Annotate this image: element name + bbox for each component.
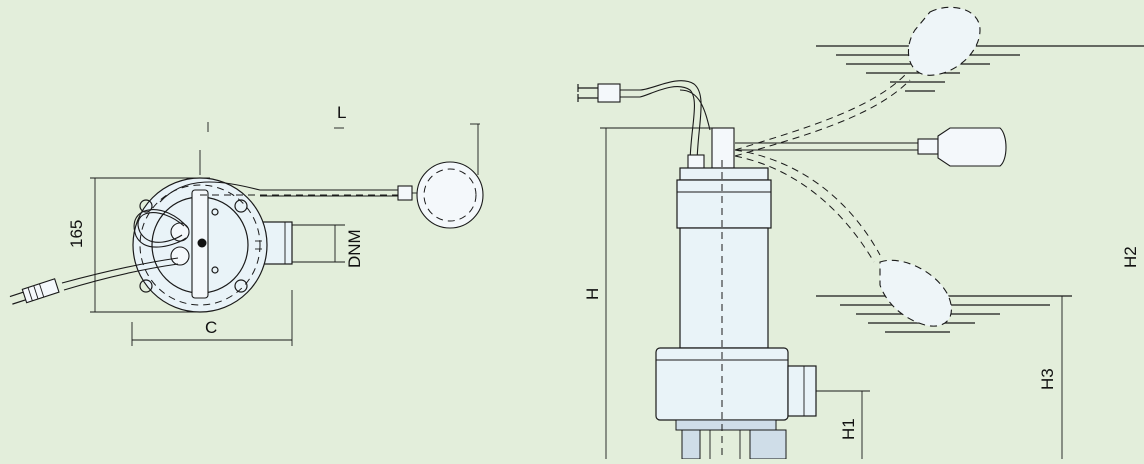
- motor-cap: [679, 167, 769, 181]
- pump-housing-hidden: [139, 184, 261, 306]
- label-H: H: [583, 288, 602, 300]
- side-cable-2: [620, 80, 702, 166]
- float-switch-mid: [735, 127, 1007, 167]
- float-ball-up: [907, 6, 981, 76]
- plug-grip-3: [39, 283, 45, 298]
- plug-pin-1: [9, 291, 24, 298]
- pump-foot-right: [749, 429, 787, 460]
- bolt-bottom-right: [234, 279, 248, 293]
- float-ball-top-view: [416, 161, 484, 229]
- water-level-top: [816, 45, 1144, 92]
- label-DNM: DNM: [345, 229, 364, 268]
- side-plug-body: [597, 83, 621, 103]
- handle-screw-bottom: [211, 266, 219, 274]
- cable-gland-side: [687, 154, 705, 170]
- cable-gland-power: [170, 246, 190, 266]
- label-H3: H3: [1038, 368, 1057, 390]
- float-ball-mid: [937, 127, 1007, 167]
- motor-head: [676, 179, 772, 229]
- float-mid-connector: [917, 138, 939, 155]
- pump-base-plate: [675, 419, 777, 431]
- float-up-cable-2: [734, 79, 911, 157]
- label-L: L: [337, 103, 346, 122]
- plug-body: [21, 278, 60, 304]
- plug-grip-2: [33, 285, 39, 300]
- float-ball-down: [879, 259, 952, 327]
- float-cable-loop-2: [133, 209, 189, 248]
- power-cable-side: [577, 80, 711, 166]
- power-plug-top-view: [9, 278, 60, 305]
- bolt-bottom-left: [139, 279, 153, 293]
- bolt-top-right: [234, 199, 248, 213]
- label-H1: H1: [839, 418, 858, 440]
- power-cable-lower: [63, 263, 179, 291]
- pump-handle: [711, 127, 735, 169]
- plug-grip-1: [27, 287, 33, 301]
- float-switch-down: [734, 149, 952, 327]
- float-ball-hidden: [423, 168, 477, 222]
- side-view: H H1 H3 H2: [577, 6, 1144, 460]
- top-view: L 165 C DNM: [9, 103, 484, 346]
- float-up-cable-1: [734, 74, 906, 151]
- label-165: 165: [67, 220, 86, 248]
- float-cable-loop: [137, 212, 185, 243]
- float-switch-up: [734, 6, 981, 157]
- label-C: C: [205, 318, 217, 337]
- center-dot: [197, 238, 207, 248]
- float-cable-top: [159, 181, 400, 203]
- power-cable-upper: [61, 257, 179, 284]
- motor-body: [679, 227, 769, 349]
- bolt-top-left: [139, 199, 153, 213]
- pump-foot-left: [681, 429, 701, 460]
- float-down-cable-2: [734, 155, 875, 263]
- pump-outlet: [787, 365, 817, 417]
- label-H2: H2: [1121, 246, 1140, 268]
- side-cable-1: [620, 86, 695, 166]
- handle-screw-top: [211, 208, 219, 216]
- side-cable-3: [679, 89, 711, 131]
- plug-pin-2: [12, 299, 26, 305]
- float-connector: [397, 185, 413, 201]
